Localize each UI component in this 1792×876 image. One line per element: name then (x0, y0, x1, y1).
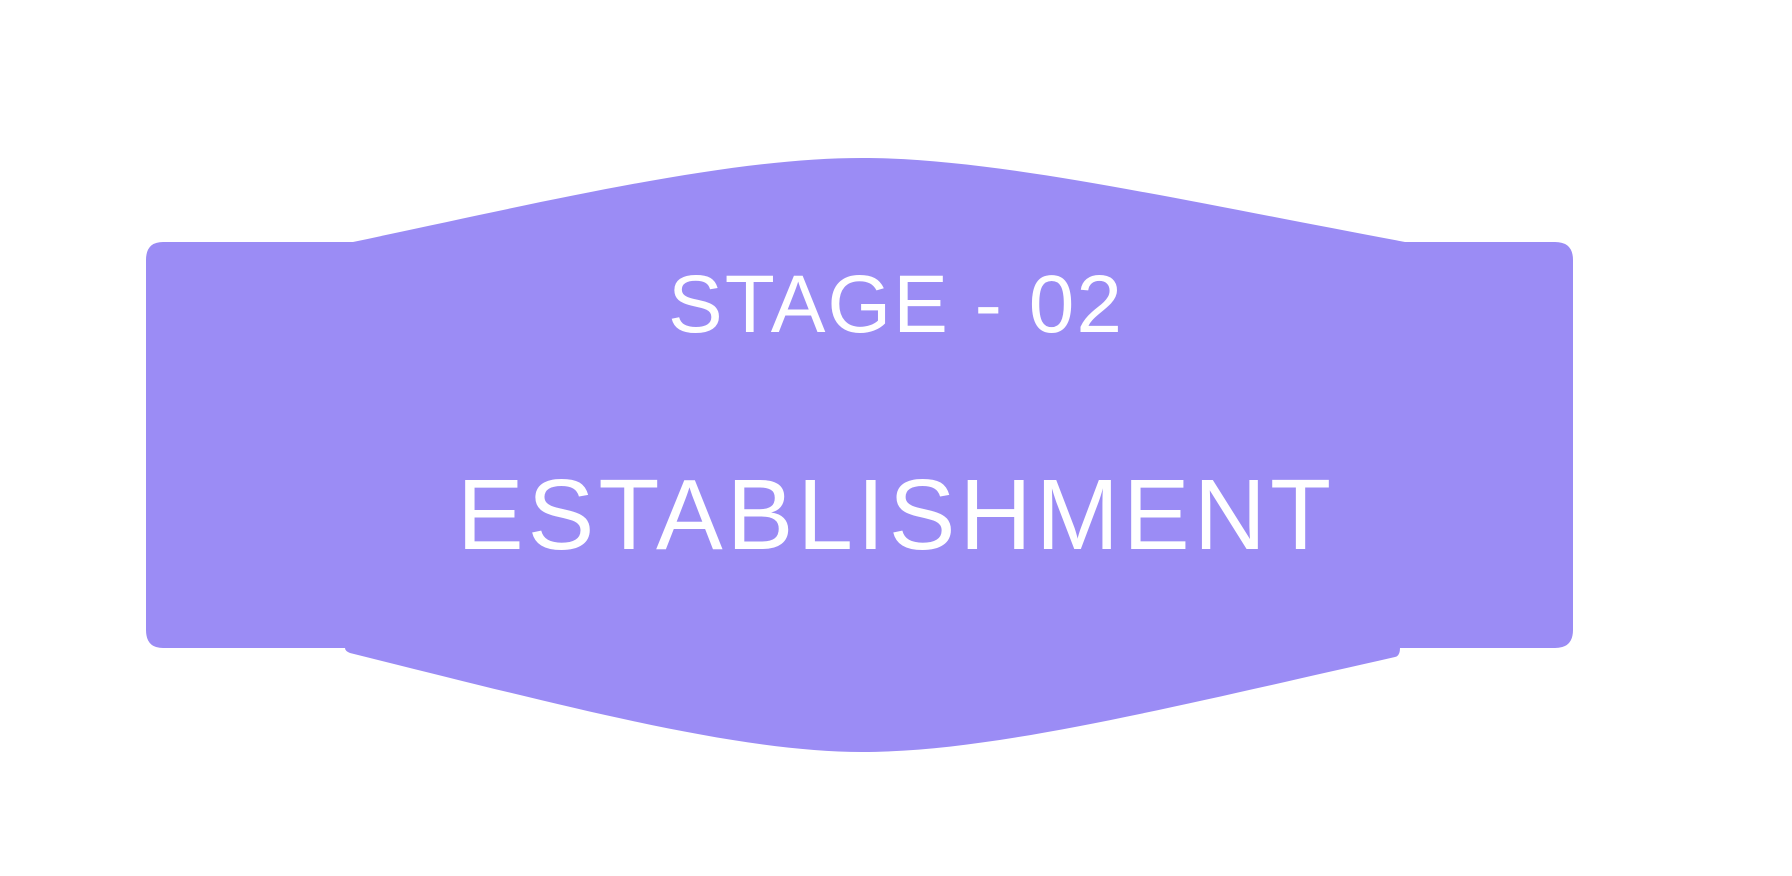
stage-subtitle: ESTABLISHMENT (456, 459, 1336, 571)
banner-background (146, 158, 1573, 752)
stage-title: STAGE - 02 (668, 259, 1124, 350)
